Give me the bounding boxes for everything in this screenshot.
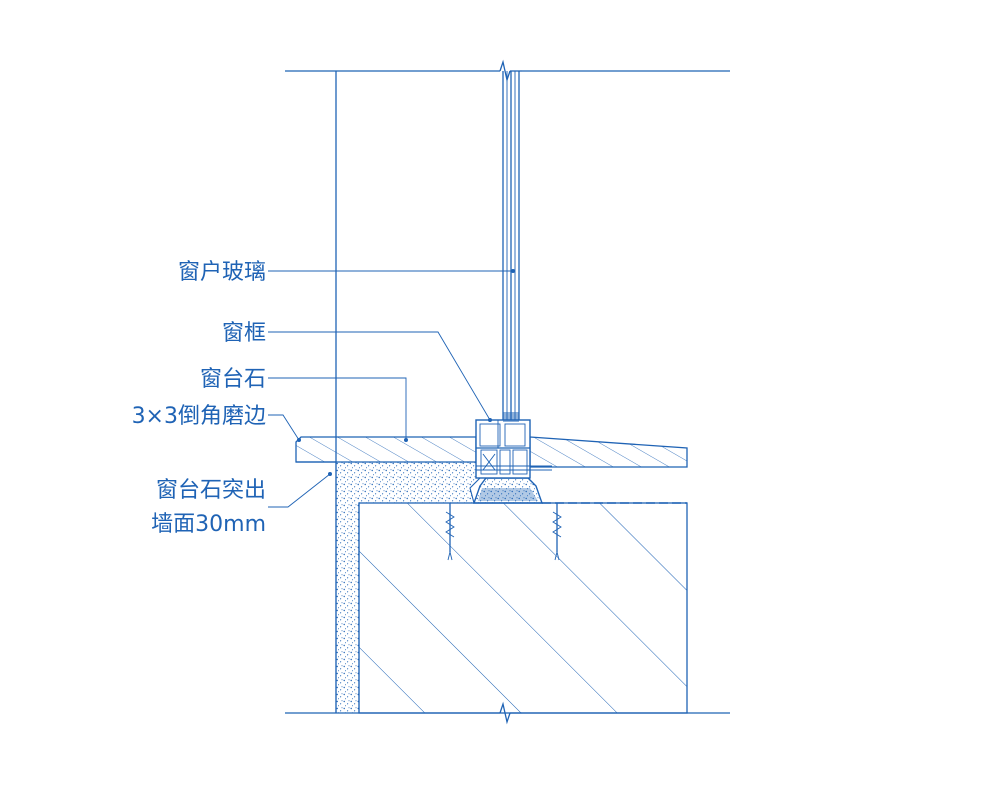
leader-frame <box>268 331 492 422</box>
leader-glass <box>268 269 515 273</box>
anchor-screw-left <box>445 503 455 561</box>
leader-projection <box>268 472 332 508</box>
top-break-line <box>285 59 730 83</box>
label-chamfer: 3×3倒角磨边 <box>132 404 266 429</box>
label-glass: 窗户玻璃 <box>178 260 266 285</box>
label-sill-stone: 窗台石 <box>200 367 266 392</box>
leader-chamfer <box>268 414 301 442</box>
concrete-wall <box>358 502 688 714</box>
window-frame <box>475 412 552 479</box>
anchor-screw-right <box>552 503 562 561</box>
sealant-block <box>473 477 543 504</box>
label-projection-line1: 窗台石突出 <box>156 478 266 503</box>
leader-sill-stone <box>268 377 408 442</box>
label-frame: 窗框 <box>222 321 266 346</box>
window-sill-stone <box>295 436 688 468</box>
label-projection-line2: 墙面30mm <box>151 512 266 537</box>
window-glass <box>502 71 520 422</box>
